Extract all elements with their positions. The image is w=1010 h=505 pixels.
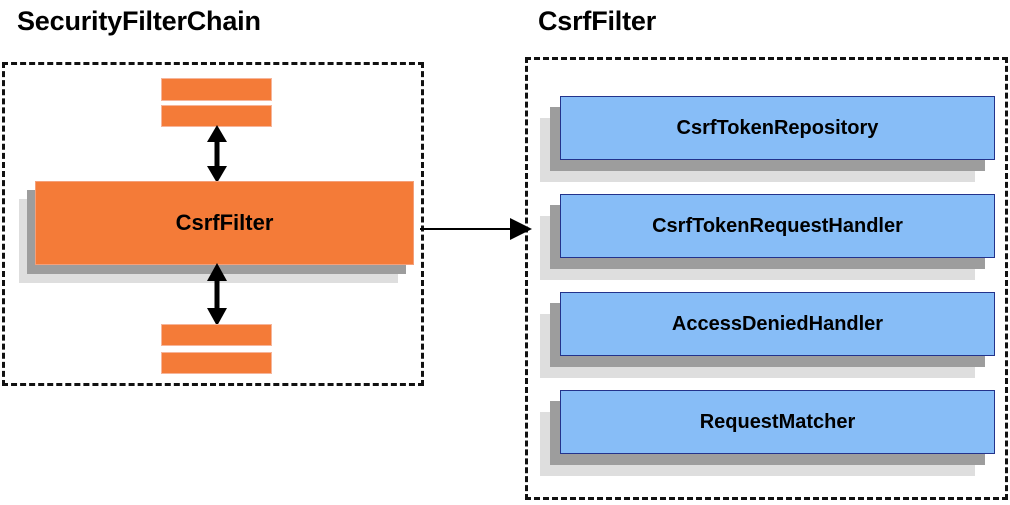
collaborator-block-csrf-token-request-handler: CsrfTokenRequestHandler — [540, 194, 995, 280]
collaborator-face: RequestMatcher — [560, 390, 995, 454]
filter-bar-bottom-2 — [161, 352, 272, 374]
filter-bar-top-1 — [161, 78, 272, 101]
panel-title-security-filter-chain: SecurityFilterChain — [17, 6, 261, 36]
collaborator-block-access-denied-handler: AccessDeniedHandler — [540, 292, 995, 378]
filter-bar-top-2 — [161, 105, 272, 127]
collaborator-label: AccessDeniedHandler — [671, 312, 884, 335]
csrf-filter-label: CsrfFilter — [175, 210, 274, 235]
security-filter-chain-panel — [2, 62, 424, 386]
filter-bar-bottom-1 — [161, 324, 272, 346]
csrf-filter-block: CsrfFilter — [19, 181, 414, 283]
collaborator-face: AccessDeniedHandler — [560, 292, 995, 356]
csrf-filter-panel — [525, 57, 1008, 500]
panel-title-csrf-filter: CsrfFilter — [538, 6, 657, 36]
collaborator-face: CsrfTokenRequestHandler — [560, 194, 995, 258]
collaborator-label: RequestMatcher — [699, 410, 856, 433]
csrf-filter-face: CsrfFilter — [35, 181, 414, 265]
connector-arrow-icon — [420, 218, 532, 240]
collaborator-label: CsrfTokenRequestHandler — [652, 214, 903, 237]
double-arrow-lower-icon — [207, 263, 227, 326]
collaborator-face: CsrfTokenRepository — [560, 96, 995, 160]
collaborator-label: CsrfTokenRepository — [676, 116, 879, 139]
collaborator-block-request-matcher: RequestMatcher — [540, 390, 995, 476]
double-arrow-upper-icon — [207, 125, 227, 183]
collaborator-block-csrf-token-repository: CsrfTokenRepository — [540, 96, 995, 182]
